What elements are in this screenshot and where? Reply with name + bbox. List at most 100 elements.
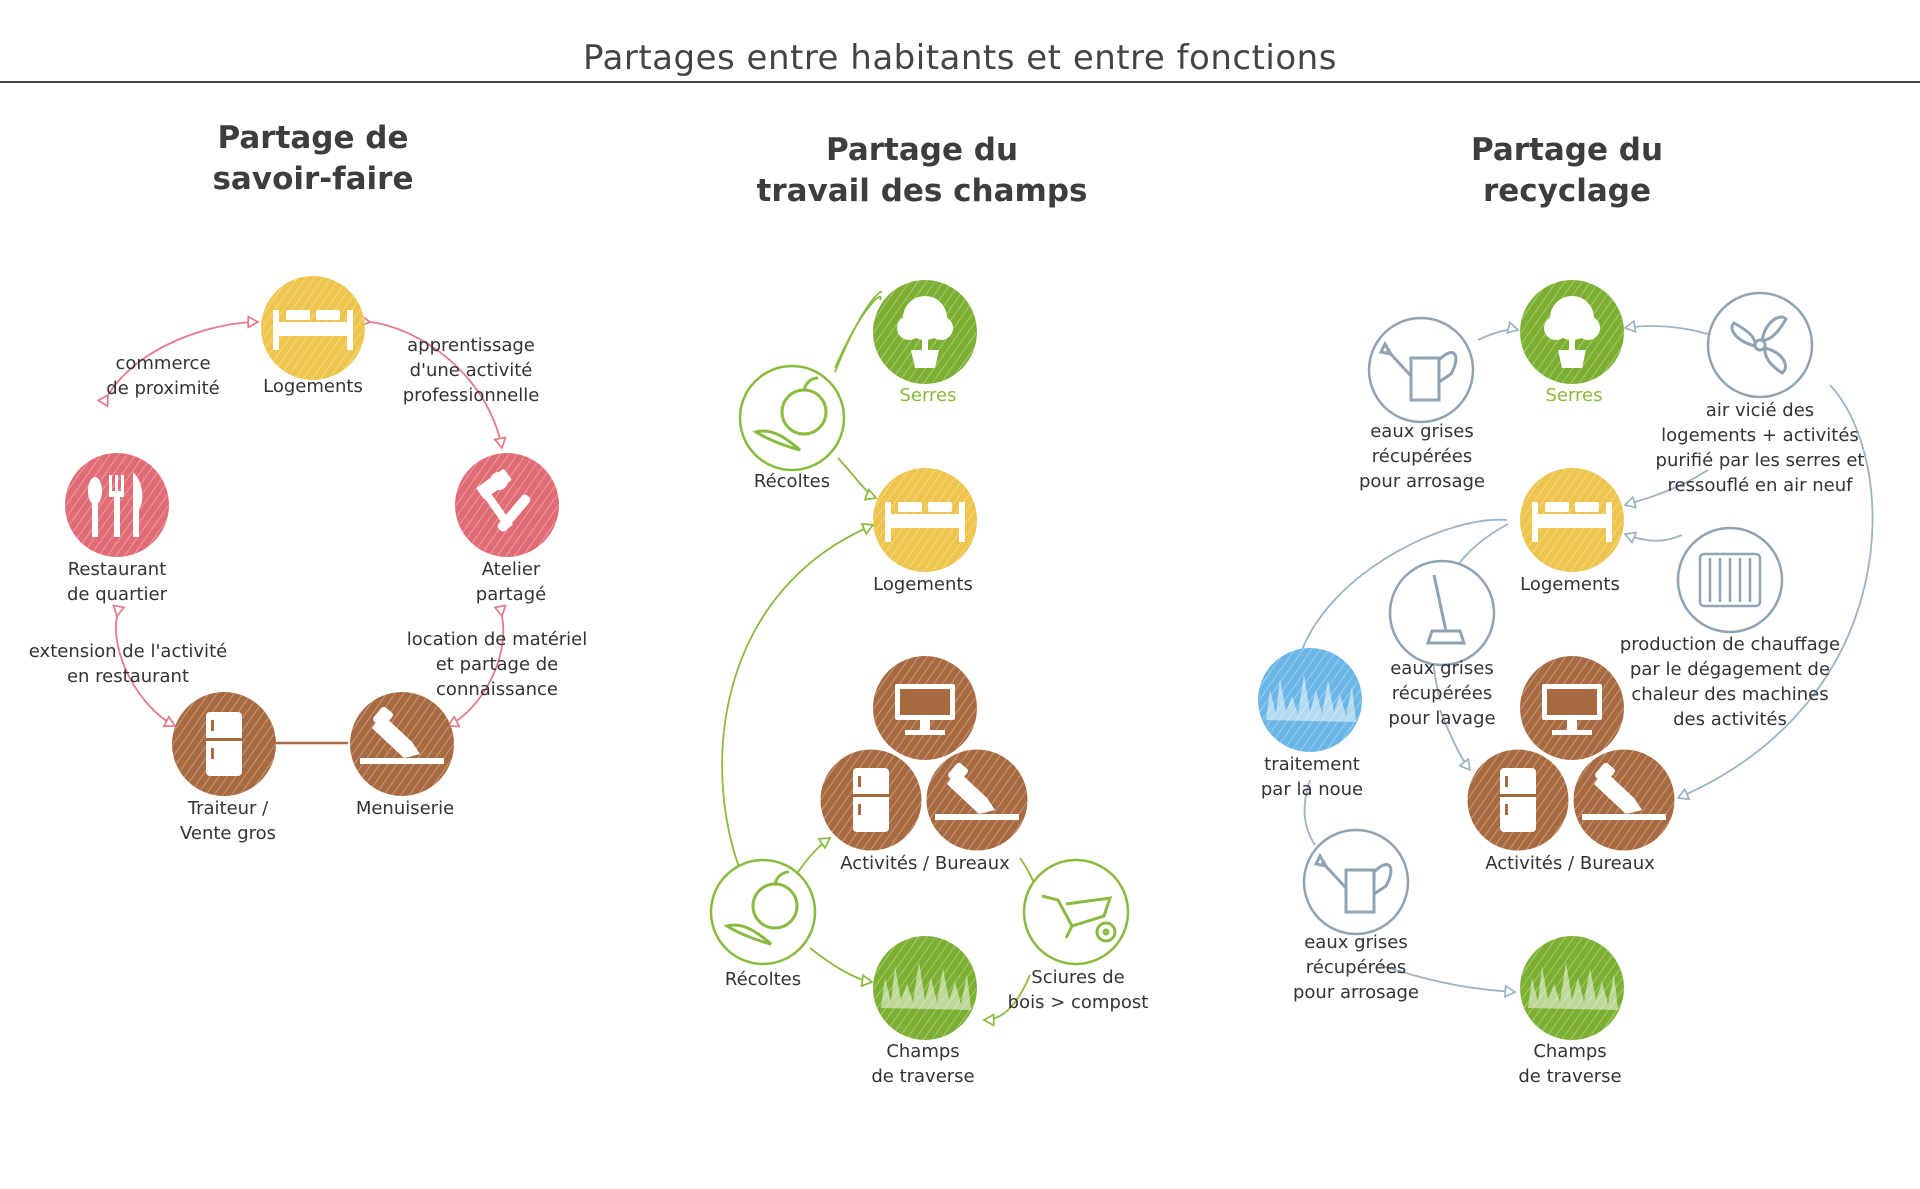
arrow-link xyxy=(1379,964,1515,992)
link-label: récupérées xyxy=(1306,957,1406,978)
node-restaurant xyxy=(65,453,169,557)
node-label: Récoltes xyxy=(754,471,830,492)
arrow-link xyxy=(1439,709,1470,770)
link-label: d'une activité xyxy=(410,360,533,381)
page-title: Partages entre habitants et entre foncti… xyxy=(583,38,1337,78)
arrow-link xyxy=(721,525,873,871)
panel-title-line: travail des champs xyxy=(756,173,1088,209)
link-label: extension de l'activité xyxy=(29,641,227,662)
link-label: pour arrosage xyxy=(1359,471,1485,492)
link-label: pour arrosage xyxy=(1293,982,1419,1003)
arrow-link xyxy=(1299,518,1508,656)
node-label: Logements xyxy=(873,574,973,595)
panel-title-recyclage: Partage du recyclage xyxy=(1357,130,1777,212)
arrow-link xyxy=(984,974,1031,1020)
fridge-icon xyxy=(1500,768,1536,832)
arrow-link xyxy=(370,322,502,448)
arrow-link xyxy=(1477,329,1518,341)
node-label: bois > compost xyxy=(1008,992,1149,1013)
link-label: air vicié des xyxy=(1706,400,1814,421)
node-label: de traverse xyxy=(871,1066,974,1087)
node-recoltes-top xyxy=(738,364,846,472)
radiator-icon xyxy=(1698,552,1762,608)
link-label: purifié par les serres et xyxy=(1656,450,1865,471)
node-label: traitement xyxy=(1264,754,1360,775)
node-logements xyxy=(1520,468,1624,572)
panel-title-line: Partage du xyxy=(1470,132,1664,168)
link-label: production de chauffage xyxy=(1620,634,1840,655)
node-label: partagé xyxy=(476,584,546,605)
node-saw xyxy=(923,746,1031,854)
panel-title-line: Partage de xyxy=(217,120,409,156)
panel-travail-des-champs: Serres Récoltes Logements Activités / Bu… xyxy=(709,280,1149,1087)
link-label: en restaurant xyxy=(67,666,189,687)
node-watering-can-bottom xyxy=(1302,828,1410,936)
link-label: récupérées xyxy=(1392,683,1492,704)
node-label: Activités / Bureaux xyxy=(840,853,1010,874)
node-label: Menuiserie xyxy=(356,798,454,819)
arrow-link xyxy=(108,322,258,395)
node-mop xyxy=(1388,559,1496,667)
node-fridge xyxy=(1464,746,1572,854)
node-label: par la noue xyxy=(1261,779,1363,800)
title-divider xyxy=(0,81,1920,83)
arrow-link xyxy=(1303,779,1316,846)
node-label: Traiteur / xyxy=(187,798,269,819)
link-label: apprentissage xyxy=(407,335,535,356)
node-label: Vente gros xyxy=(180,823,276,844)
fridge-icon xyxy=(853,768,889,832)
node-radiator xyxy=(1676,526,1784,634)
node-label: Atelier xyxy=(482,559,541,580)
node-label: de traverse xyxy=(1518,1066,1621,1087)
node-label: Logements xyxy=(263,376,363,397)
link-label: de proximité xyxy=(106,378,219,399)
node-traiteur xyxy=(172,692,276,796)
arrow-link xyxy=(1625,326,1709,335)
link-label: eaux grises xyxy=(1390,658,1494,679)
link-label: logements + activités xyxy=(1661,425,1859,446)
arrow-link xyxy=(809,947,872,982)
link-label: des activités xyxy=(1673,709,1787,730)
link-label: et partage de xyxy=(436,654,559,675)
node-fan xyxy=(1706,291,1814,399)
link-label: pour lavage xyxy=(1388,708,1495,729)
panel-title-line: Partage du xyxy=(825,132,1019,168)
arrow-link xyxy=(837,457,876,498)
node-label: de quartier xyxy=(67,584,168,605)
arrow-link xyxy=(1625,534,1683,541)
arrow-link xyxy=(116,616,175,726)
node-noue xyxy=(1258,648,1362,752)
node-label: Champs xyxy=(1533,1041,1606,1062)
panel-title-line: recyclage xyxy=(1482,173,1652,209)
node-fridge xyxy=(817,746,925,854)
arrow-link xyxy=(834,291,883,373)
node-label: Champs xyxy=(886,1041,959,1062)
node-atelier xyxy=(455,453,559,557)
node-label: Activités / Bureaux xyxy=(1485,853,1655,874)
node-label: Restaurant xyxy=(68,559,167,580)
node-recoltes-bottom xyxy=(709,858,817,966)
node-monitor xyxy=(1520,656,1624,760)
node-label: Serres xyxy=(1545,385,1602,406)
link-label: commerce xyxy=(115,353,210,374)
node-label: Récoltes xyxy=(725,969,801,990)
arrow-link xyxy=(1678,384,1874,798)
node-sciures xyxy=(1022,858,1130,966)
arrow-link xyxy=(1625,469,1709,505)
node-label: Serres xyxy=(899,385,956,406)
link-label: eaux grises xyxy=(1304,932,1408,953)
node-label: Logements xyxy=(1520,574,1620,595)
link-label: par le dégagement de xyxy=(1630,659,1830,680)
cutlery-icon xyxy=(88,473,143,537)
node-serres xyxy=(1520,280,1624,384)
arrow-link xyxy=(448,616,503,726)
link-label: ressouflé en air neuf xyxy=(1668,475,1854,496)
panel-title-savoir-faire: Partage de savoir-faire xyxy=(103,118,523,200)
node-champs xyxy=(873,936,977,1040)
node-monitor xyxy=(873,656,977,760)
link-label: eaux grises xyxy=(1370,421,1474,442)
node-champs xyxy=(1520,936,1624,1040)
node-saw xyxy=(1570,746,1678,854)
panel-recyclage: Serres Logements traitement par la noue xyxy=(1258,280,1874,1087)
